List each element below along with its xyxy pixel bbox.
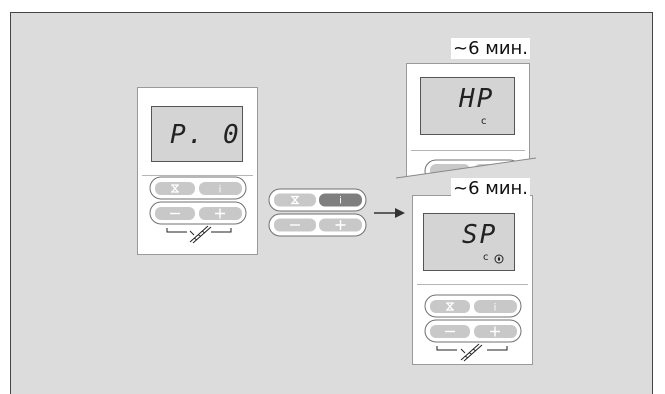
display-sub-sp: c (483, 252, 489, 263)
time-label-top: ~6 мин. (451, 38, 531, 59)
control-panel-left: P. 0 i (137, 87, 258, 255)
display-screen-sp: SP c (423, 213, 515, 271)
chimney-sweep-icon (166, 225, 232, 244)
plus-icon (335, 220, 346, 230)
info-icon: i (339, 196, 342, 207)
plus-icon (215, 208, 225, 219)
panel-divider (417, 284, 528, 285)
display-sub-hp: c (481, 116, 487, 127)
plus-button[interactable] (474, 325, 517, 338)
minus-button[interactable] (274, 218, 316, 232)
sandglass-icon (446, 302, 454, 311)
panel-divider (142, 175, 253, 176)
display-code-hp: HP (459, 84, 495, 114)
display-code-sp: SP (462, 220, 498, 250)
chimney-sweep-icon (436, 343, 508, 362)
minus-button[interactable] (430, 325, 470, 338)
plus-button[interactable] (199, 207, 242, 220)
button-press-illustration: i (268, 188, 367, 237)
sandglass-button[interactable] (155, 182, 195, 195)
display-screen-hp: HP c (420, 77, 515, 135)
info-button[interactable]: i (199, 182, 242, 196)
plus-icon (490, 326, 500, 337)
flame-icon (494, 254, 504, 264)
sandglass-icon (291, 195, 299, 205)
minus-button[interactable] (155, 207, 195, 220)
sandglass-icon (171, 184, 179, 193)
plus-button[interactable] (319, 218, 362, 232)
panel-divider (411, 150, 525, 151)
info-icon: i (219, 185, 222, 196)
control-panel-sp: SP c i (412, 195, 533, 365)
info-button-pressed[interactable]: i (319, 193, 362, 207)
info-icon: i (494, 303, 497, 314)
display-screen-left: P. 0 (151, 106, 243, 162)
right-arrow-icon (374, 208, 405, 218)
button-group-left: i (149, 176, 247, 244)
sandglass-button-pressed[interactable] (274, 193, 316, 207)
button-group-sp: i (424, 294, 522, 362)
info-button[interactable]: i (474, 300, 517, 314)
display-code-left: P. 0 (170, 120, 241, 150)
sandglass-button[interactable] (430, 300, 470, 313)
time-label-bottom: ~6 мин. (451, 178, 531, 199)
